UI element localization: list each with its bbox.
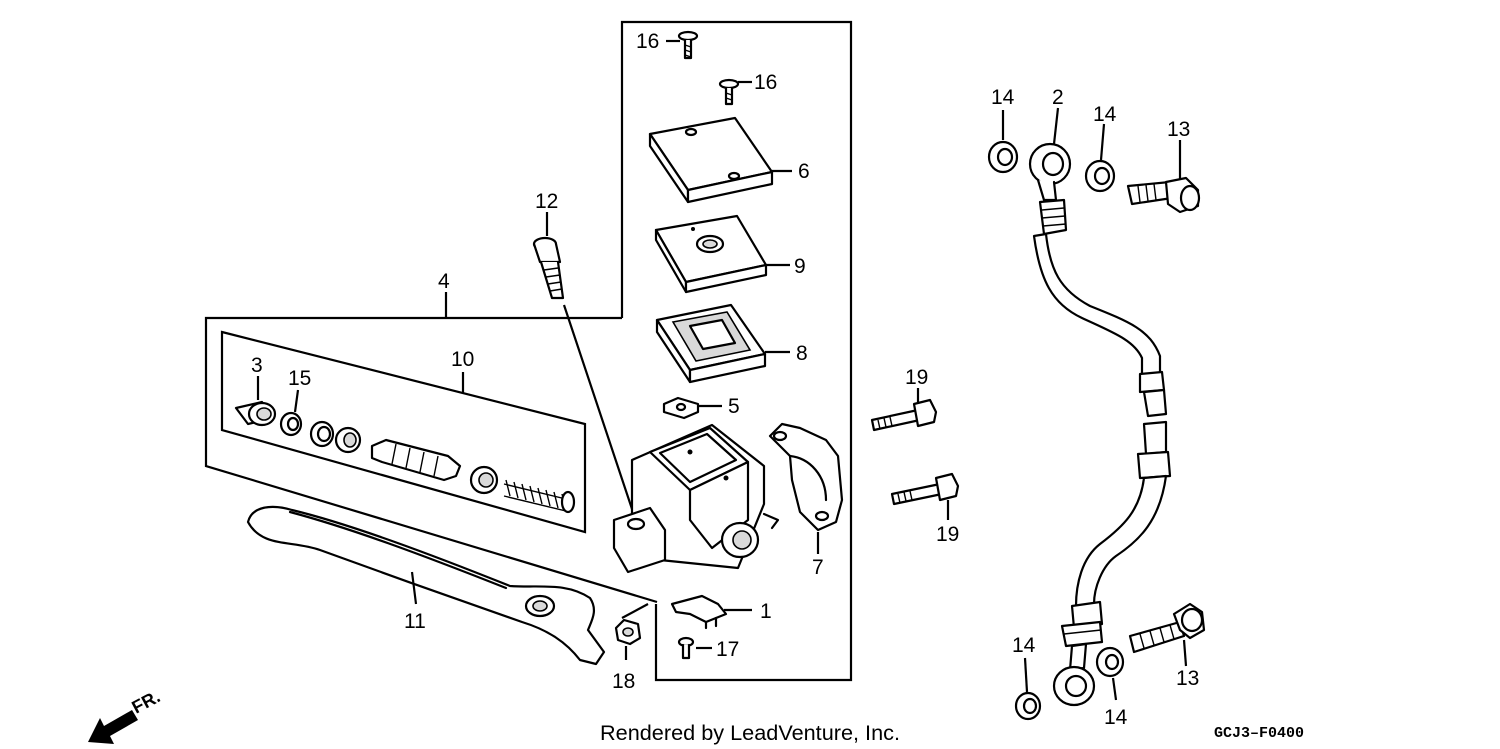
label-12: 12	[535, 190, 558, 213]
screw-16-upper	[666, 30, 699, 60]
label-10: 10	[451, 348, 474, 371]
sealing-washer-14-top-right	[1084, 123, 1116, 193]
assembly-outline-10	[220, 330, 587, 534]
brake-hose-2	[1028, 107, 1172, 707]
label-6: 6	[798, 160, 810, 183]
label-13-lower: 13	[1176, 667, 1199, 690]
holder-bolt-19-lower	[890, 472, 960, 520]
holder-bolt-19-upper	[870, 388, 938, 432]
label-19-lower: 19	[936, 523, 959, 546]
front-direction-indicator: FR.	[88, 686, 163, 744]
reservoir-cap-6	[648, 116, 792, 204]
label-1: 1	[760, 600, 772, 623]
front-direction-label: FR.	[128, 686, 163, 717]
master-cylinder-body	[612, 423, 780, 574]
holder-clamp-7	[768, 422, 844, 554]
diaphragm-8	[655, 303, 790, 384]
label-15: 15	[288, 367, 311, 390]
label-16-upper: 16	[636, 30, 659, 53]
label-14-bottom-left: 14	[1012, 634, 1036, 657]
label-19-upper: 19	[905, 366, 928, 389]
label-5: 5	[728, 395, 740, 418]
label-3: 3	[251, 354, 263, 377]
float-plate-5	[662, 396, 722, 420]
label-4: 4	[438, 270, 450, 293]
pivot-bolt-12	[532, 212, 639, 525]
part-labels: 1 2 3 4 5 6 7 8 9 10 11 12 13 13 14 14 1…	[251, 30, 1199, 729]
front-arrow-icon	[88, 710, 138, 744]
label-2: 2	[1052, 86, 1064, 109]
switch-screw-17	[677, 636, 712, 660]
brake-switch-1	[670, 594, 752, 630]
label-16-lower: 16	[754, 71, 777, 94]
label-9: 9	[794, 255, 806, 278]
label-13-upper: 13	[1167, 118, 1190, 141]
label-7: 7	[812, 556, 824, 579]
assembly-outline-4	[204, 20, 853, 682]
sealing-washer-14-top-left	[987, 110, 1019, 174]
label-14-top-right: 14	[1093, 103, 1117, 126]
brake-lever-11	[246, 505, 606, 666]
boot-3	[234, 376, 277, 427]
sealing-washer-14-bottom-right	[1095, 646, 1125, 701]
render-credit: Rendered by LeadVenture, Inc.	[600, 722, 900, 745]
label-8: 8	[796, 342, 808, 365]
oil-bolt-13-upper	[1126, 140, 1201, 214]
diaphragm-plate-9	[654, 214, 790, 294]
label-18: 18	[612, 670, 635, 693]
label-14-bottom-right: 14	[1104, 706, 1128, 729]
label-11: 11	[404, 610, 426, 633]
oil-bolt-13-lower	[1128, 602, 1206, 667]
label-17: 17	[716, 638, 739, 661]
label-14-top-left: 14	[991, 86, 1015, 109]
pivot-nut-18	[614, 603, 649, 660]
piston-set-10	[234, 376, 576, 514]
circlip-15	[279, 389, 303, 437]
diagram-code: GCJ3–F0400	[1214, 725, 1304, 742]
sealing-washer-14-bottom-left	[1014, 657, 1042, 721]
screw-16-lower	[718, 78, 752, 106]
